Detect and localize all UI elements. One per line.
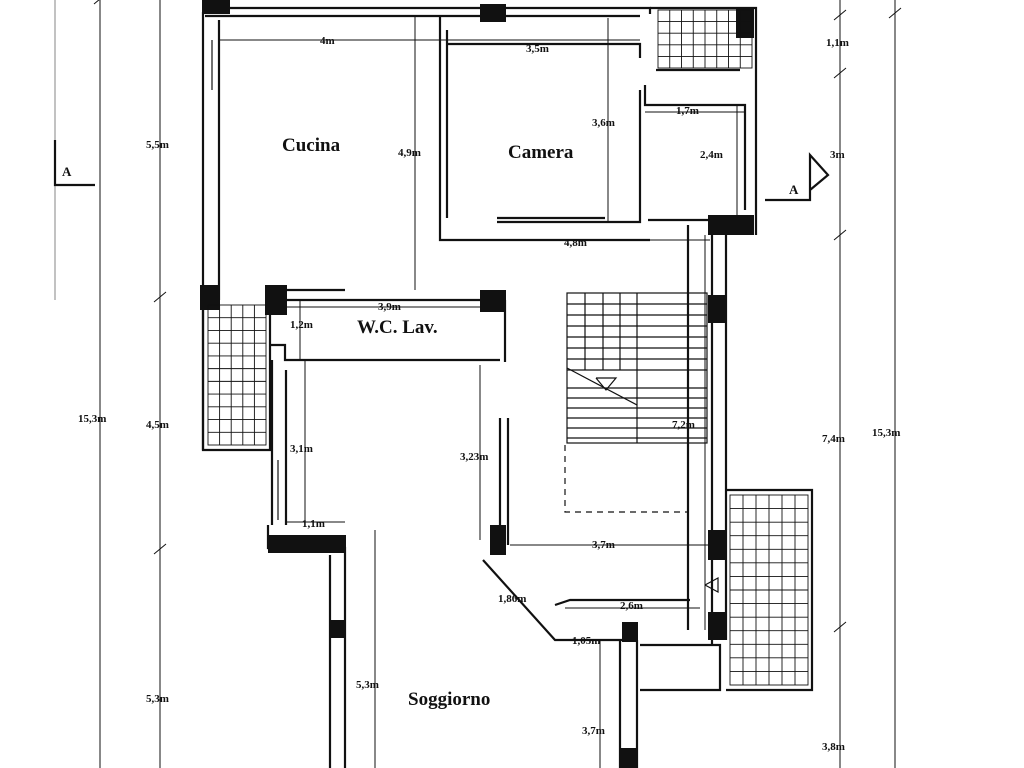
dim-label: 15,3m xyxy=(872,427,901,439)
dim-label: 3,23m xyxy=(460,451,489,463)
dim-label: 4,9m xyxy=(398,147,421,159)
dim-label: 7,4m xyxy=(822,433,845,445)
room-label-cucina: Cucina xyxy=(282,135,341,156)
dimension-lines xyxy=(93,0,902,768)
dim-label: 5,3m xyxy=(356,679,379,691)
dim-label: 7,2m xyxy=(672,419,695,431)
dim-label: 1,05m xyxy=(572,635,601,647)
room-label-camera: Camera xyxy=(508,142,574,163)
dim-label: 3,8m xyxy=(822,741,845,753)
dim-label: 1,2m xyxy=(290,319,313,331)
dim-label: 15,3m xyxy=(78,413,107,425)
dim-label: 4,8m xyxy=(564,237,587,249)
balcony-tiles xyxy=(207,9,809,686)
section-mark-left: A xyxy=(62,164,72,179)
dim-label: 1,1m xyxy=(302,518,325,530)
dim-label: 1,7m xyxy=(676,105,699,117)
dim-label: 3,7m xyxy=(582,725,605,737)
dim-label: 4,5m xyxy=(146,419,169,431)
dim-label: 1,1m xyxy=(826,37,849,49)
dim-label: 4m xyxy=(320,35,335,47)
dim-label: 3,1m xyxy=(290,443,313,455)
dim-label: 3,7m xyxy=(592,539,615,551)
room-label-wc: W.C. Lav. xyxy=(357,317,438,338)
dim-label: 3,6m xyxy=(592,117,615,129)
dim-label: 3,5m xyxy=(526,43,549,55)
dim-label: 1,86m xyxy=(498,593,527,605)
section-markers xyxy=(53,140,830,202)
outer-walls xyxy=(201,6,814,768)
section-mark-right: A xyxy=(789,182,799,197)
staircase xyxy=(564,292,719,594)
dim-label: 2,4m xyxy=(700,149,723,161)
dim-label: 2,6m xyxy=(620,600,643,612)
dim-label: 3m xyxy=(830,149,845,161)
pillars xyxy=(200,0,754,768)
dim-label: 3,9m xyxy=(378,301,401,313)
dim-label: 5,3m xyxy=(146,693,169,705)
dim-label: 5,5m xyxy=(146,139,169,151)
room-label-soggiorno: Soggiorno xyxy=(408,689,491,710)
